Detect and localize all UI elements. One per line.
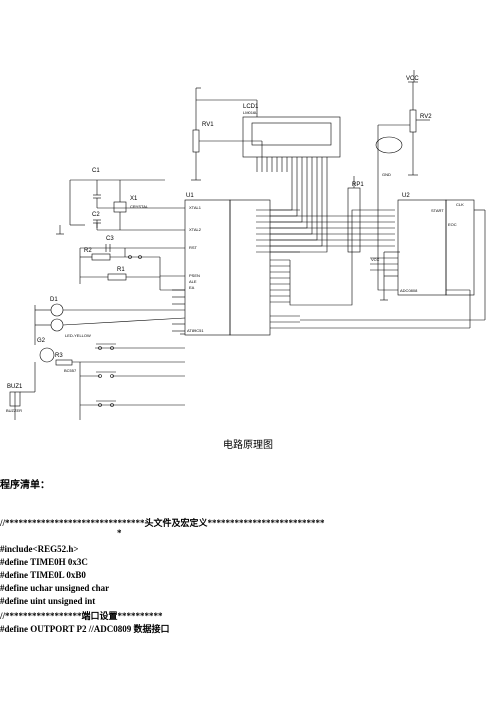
svg-text:C3: C3 [106,236,114,242]
svg-text:LM016L: LM016L [243,110,258,115]
code-line: #define uint unsigned int [0,596,96,606]
code-line: //*******************************头文件及宏定义… [0,518,325,528]
svg-text:G2: G2 [37,338,46,344]
svg-text:VCC: VCC [371,257,380,262]
u1-port-block [229,199,271,336]
code-line: * [0,528,122,538]
rv1-potentiometer [192,129,200,153]
svg-text:BC557: BC557 [64,368,77,373]
svg-text:BUZ1: BUZ1 [7,384,23,390]
svg-text:R3: R3 [55,353,63,359]
svg-text:XTAL2: XTAL2 [189,227,202,232]
svg-text:VCC: VCC [406,76,419,82]
svg-text:XTAL1: XTAL1 [189,205,202,210]
svg-text:ADC0808: ADC0808 [400,288,418,293]
svg-text:C1: C1 [92,168,100,174]
svg-text:CRYSTAL: CRYSTAL [130,204,149,209]
svg-text:RP1: RP1 [352,182,364,188]
x1-crystal [113,201,127,213]
svg-text:R1: R1 [117,267,125,273]
u1-microcontroller [184,199,231,336]
svg-text:D1: D1 [50,297,58,303]
r3-resistor [55,359,73,366]
rp1-resistor-pack [347,187,361,253]
svg-text:RV2: RV2 [420,114,432,120]
buzzer [9,391,21,407]
svg-text:U1: U1 [186,193,194,199]
lcd-pins [256,157,323,172]
code-line: //*****************端口设置********** [0,611,163,621]
meter [375,136,403,154]
svg-text:PSEN: PSEN [189,273,200,278]
svg-text:RST: RST [189,245,198,250]
schematic-labels: VCC RV2 RV1 LCD1 LM016L C1 C2 C3 X1 CRYS… [6,76,464,413]
svg-text:RV1: RV1 [202,122,214,128]
svg-text:BUZZER: BUZZER [6,408,22,413]
code-line: #define OUTPORT P2 //ADC0809 数据接口 [0,624,170,634]
svg-text:EA: EA [189,285,195,290]
lcd-module [242,116,341,158]
code-line: #define uchar unsigned char [0,583,110,593]
svg-text:R2: R2 [84,248,92,254]
code-line: #define TIME0H 0x3C [0,557,88,567]
d1-led [50,303,64,317]
lcd-screen [251,122,332,146]
schematic-caption: 电路原理图 [223,440,273,451]
svg-text:LCD1: LCD1 [243,104,259,110]
code-line: #define TIME0L 0xB0 [0,570,86,580]
svg-text:AT89C51: AT89C51 [187,328,204,333]
circuit-schematic: VCC RV2 RV1 LCD1 LM016L C1 C2 C3 X1 CRYS… [6,70,486,420]
u2-output-block [445,199,475,296]
svg-text:X1: X1 [130,196,138,202]
d1b-led [50,318,64,332]
svg-text:C2: C2 [92,212,100,218]
svg-text:U2: U2 [402,193,410,199]
svg-text:LED-YELLOW: LED-YELLOW [65,333,91,338]
code-line: #include<REG52.h> [0,544,79,554]
r1-resistor [107,273,127,281]
program-heading: 程序清单： [0,480,50,491]
svg-text:GND: GND [382,172,391,177]
svg-text:START: START [431,208,444,213]
r2-resistor [91,253,111,261]
rv2-potentiometer [409,109,417,133]
u2-adc [397,199,447,296]
svg-text:EOC: EOC [448,222,457,227]
svg-text:ALE: ALE [189,279,197,284]
g2-transistor [39,347,55,363]
svg-text:CLK: CLK [456,202,464,207]
